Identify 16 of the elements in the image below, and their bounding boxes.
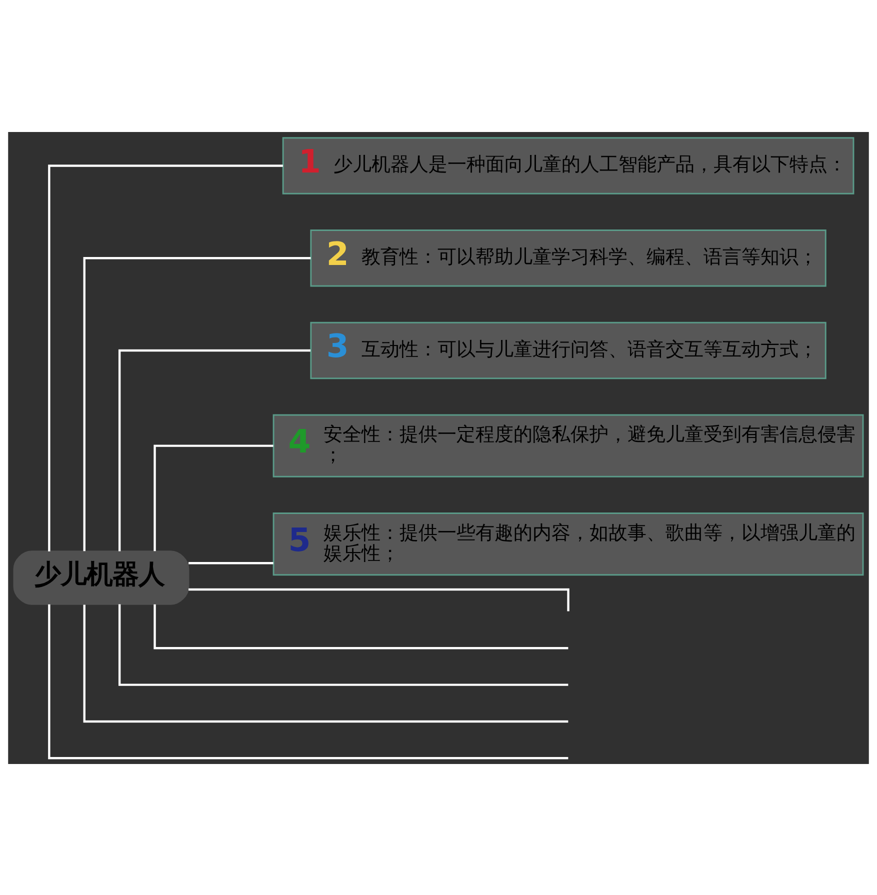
connector [118, 604, 568, 686]
connector [188, 562, 274, 564]
node-box: 2 教育性：可以帮助儿童学习科学、编程、语言等知识； [310, 229, 826, 286]
node-box: 少儿机器人 [13, 550, 190, 604]
connector [154, 444, 274, 551]
connector [188, 588, 570, 611]
connector [83, 604, 568, 722]
connector [154, 604, 568, 649]
connector [48, 604, 568, 759]
node-box: 1 少儿机器人是一种面向儿童的人工智能产品，具有以下特点： [282, 136, 854, 194]
node-box: 5 娱乐性：提供一些有趣的内容，如故事、歌曲等，以增强儿童的娱乐性； [272, 512, 864, 576]
node-box: 3 互动性：可以与儿童进行问答、语音交互等互动方式； [310, 321, 826, 379]
connector [118, 348, 311, 551]
connector [48, 164, 283, 551]
node-box: 4 安全性：提供一定程度的隐私保护，避免儿童受到有害信息侵害； [272, 414, 864, 477]
connector [83, 256, 311, 551]
